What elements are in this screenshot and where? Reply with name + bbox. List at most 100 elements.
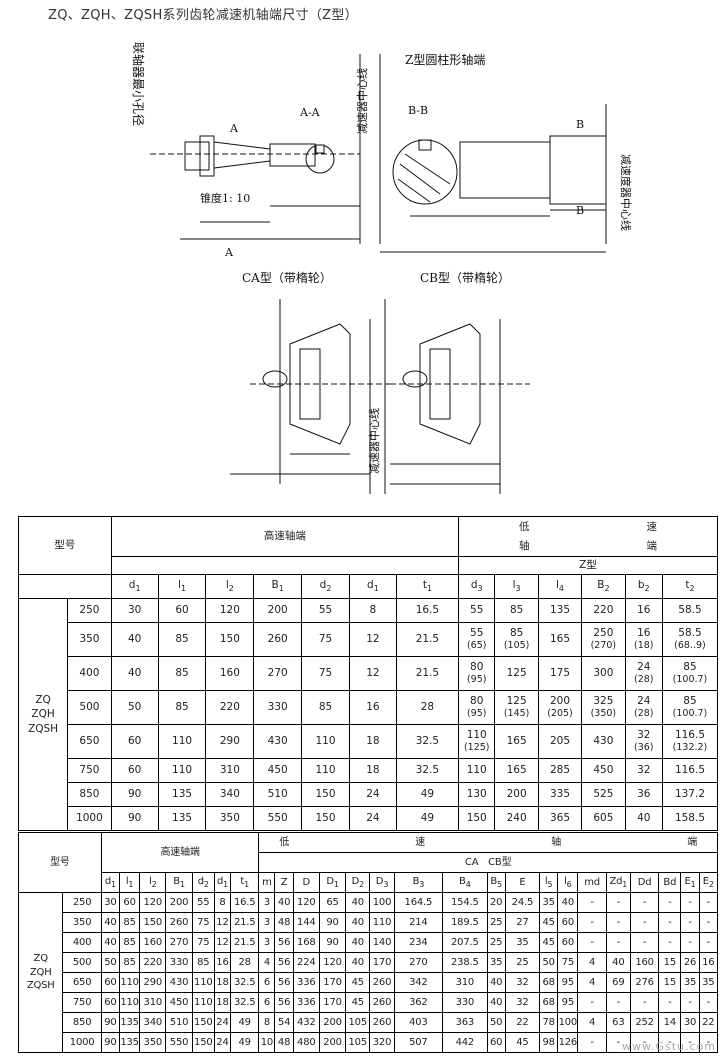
t2-cell: 40: [345, 912, 371, 933]
t2-cell: 40: [100, 932, 120, 953]
t1-cell: 60: [110, 758, 159, 783]
t1-model: 500: [67, 690, 112, 725]
t2-col-0: d1: [100, 872, 120, 893]
t2-cell: 252: [629, 1012, 660, 1033]
page-title: ZQ、ZQH、ZQSH系列齿轮减速机轴端尺寸（Z型）: [48, 8, 358, 23]
t2-cell: 6: [258, 972, 276, 993]
t2-model-header: 型号: [18, 832, 102, 893]
t2-cell: 224: [292, 952, 320, 973]
t2-cell: 24: [213, 1012, 232, 1033]
t2-cell: 35: [486, 952, 506, 973]
t2-cell: -: [698, 912, 719, 933]
t1-cell: 75: [301, 656, 350, 691]
t1-cell: 165: [537, 622, 583, 657]
t2-col-18: l6: [557, 872, 579, 893]
t2-cell: 4: [577, 972, 607, 993]
t1-cell: 220: [581, 598, 626, 623]
t1-col-8: l3: [494, 574, 539, 599]
t2-cell: 78: [539, 1012, 559, 1033]
t1-cell: 200: [494, 782, 539, 807]
t1-cell: 150: [301, 806, 350, 831]
t1-cell: 430: [253, 724, 303, 759]
t1-cell: 110: [157, 724, 207, 759]
t2-cell: -: [629, 892, 660, 913]
t1-cell: 150: [457, 806, 496, 831]
t1-cell: 450: [581, 758, 626, 783]
t1-cell: 165: [494, 758, 539, 783]
t2-cell: 403: [393, 1012, 444, 1033]
t2-col-24: E2: [698, 872, 719, 893]
t1-cell: 12: [348, 656, 397, 691]
t1-cell: 335: [537, 782, 583, 807]
t2-model: 650: [62, 972, 102, 993]
t2-cell: 49: [230, 1032, 260, 1053]
t2-cell: -: [629, 1032, 660, 1053]
t1-cell: 450: [253, 758, 303, 783]
t2-cell: 50: [539, 952, 559, 973]
t2-ca-header: CA CB型: [258, 852, 718, 873]
t2-cell: 510: [165, 1012, 193, 1033]
t2-cell: 45: [539, 932, 559, 953]
t2-col-6: t1: [230, 872, 260, 893]
t2-cell: 18: [213, 992, 232, 1013]
t2-col-11: D2: [345, 872, 371, 893]
t1-cell: 135: [157, 782, 207, 807]
t2-cell: 90: [100, 1032, 120, 1053]
t1-low-header-2: 轴端: [457, 536, 719, 557]
t1-cell: 85(100.7): [661, 656, 719, 691]
t2-cell: 168: [292, 932, 320, 953]
t1-cell: 85(100.7): [661, 690, 719, 725]
t2-cell: 12: [213, 932, 232, 953]
t2-cell: 40: [486, 972, 506, 993]
t1-cell: 40: [110, 622, 159, 657]
t1-cell: 85: [157, 690, 207, 725]
t2-col-9: D: [292, 872, 320, 893]
t1-cell: 365: [537, 806, 583, 831]
t2-cell: 110: [118, 972, 141, 993]
t1-cell: 340: [205, 782, 255, 807]
t1-cell: 8: [348, 598, 397, 623]
t1-cell: 90: [110, 782, 159, 807]
t2-cell: 32: [504, 992, 541, 1013]
t2-model: 1000: [62, 1032, 102, 1053]
t1-col-10: B2: [581, 574, 626, 599]
t2-col-4: d2: [191, 872, 215, 893]
t2-cell: 25: [486, 912, 506, 933]
t2-cell: 60: [557, 932, 579, 953]
t2-low-header: 低速轴端: [258, 832, 718, 853]
t2-cell: 3: [258, 892, 276, 913]
t1-cell: 430: [581, 724, 626, 759]
t2-cell: 63: [605, 1012, 631, 1033]
t1-model: 650: [67, 724, 112, 759]
t2-high-header: 高速轴端: [100, 832, 260, 873]
t1-cell: 16(18): [624, 622, 663, 657]
t2-col-14: B4: [442, 872, 488, 893]
t1-cell: 12: [348, 622, 397, 657]
t2-cell: 550: [165, 1032, 193, 1053]
t2-cell: 45: [504, 1032, 541, 1053]
t2-cell: -: [577, 912, 607, 933]
t2-cell: 32.5: [230, 992, 260, 1013]
t2-model: 250: [62, 892, 102, 913]
t2-cell: 27: [504, 912, 541, 933]
t2-cell: 8: [258, 1012, 276, 1033]
t2-cell: 170: [318, 972, 347, 993]
t1-cell: 205: [537, 724, 583, 759]
t1-cell: 24(28): [624, 690, 663, 725]
t2-cell: 450: [165, 992, 193, 1013]
t2-model: 750: [62, 992, 102, 1013]
t1-col-1: l1: [157, 574, 207, 599]
t2-cell: -: [577, 892, 607, 913]
t2-cell: -: [698, 1032, 719, 1053]
fig-b-bottom: B: [576, 204, 584, 217]
t2-cell: 65: [318, 892, 347, 913]
t2-cell: 85: [118, 932, 141, 953]
t2-cell: 430: [165, 972, 193, 993]
t1-cell: 16.5: [395, 598, 459, 623]
t2-cell: 85: [191, 952, 215, 973]
